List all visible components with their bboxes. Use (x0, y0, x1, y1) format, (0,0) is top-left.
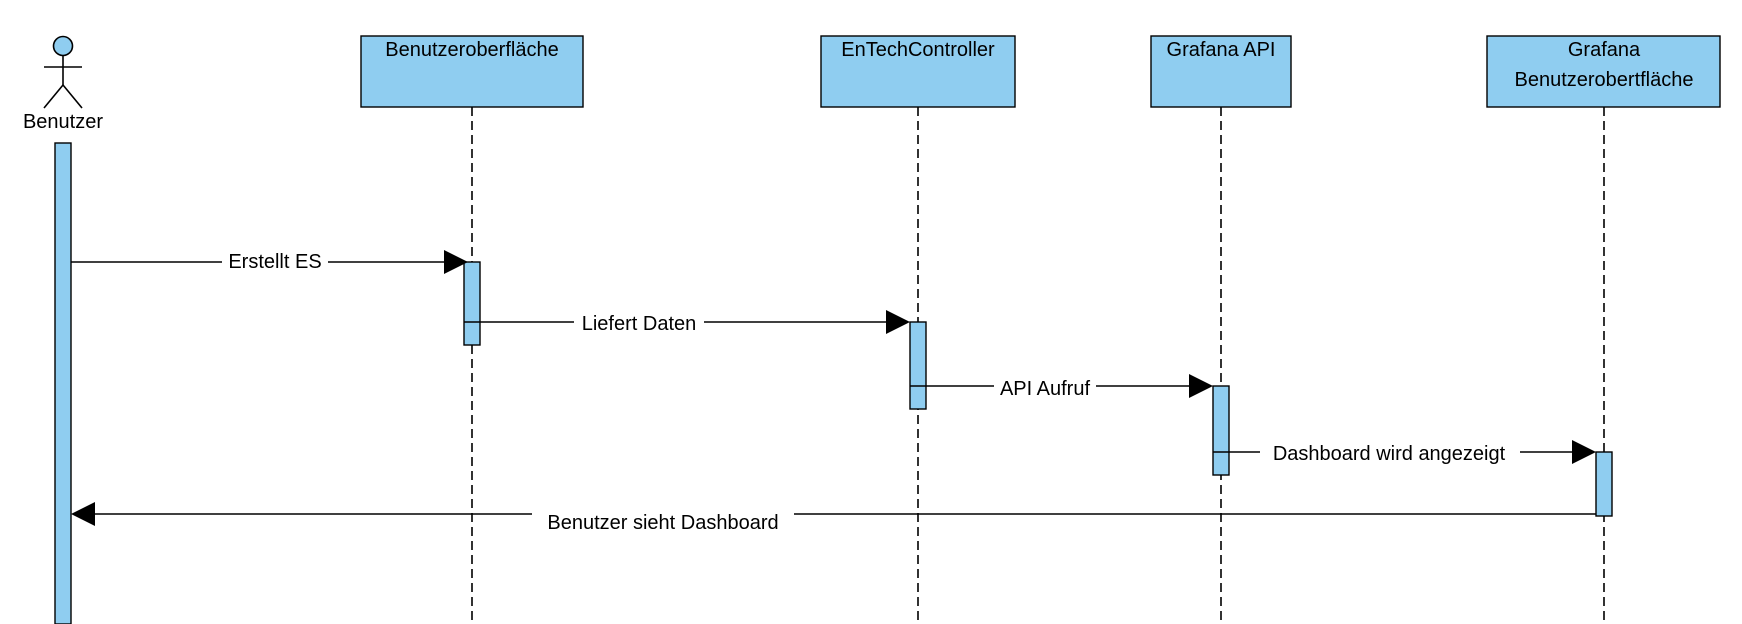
message-dashboard-wird-angezeigt: Dashboard wird angezeigt (1213, 440, 1596, 465)
message-benutzer-sieht-dashboard: Benutzer sieht Dashboard (71, 502, 1596, 534)
message-label: Benutzer sieht Dashboard (547, 512, 778, 534)
participant-label: EnTechController (841, 39, 995, 61)
participant-label: Benutzeroberfläche (385, 39, 558, 61)
message-liefert-daten: Liefert Daten (464, 310, 910, 335)
participant-box (1150, 35, 1292, 108)
participant-box (820, 35, 1016, 108)
actor-label: Benutzer (23, 111, 103, 133)
stick-figure-icon (43, 35, 83, 109)
message-label: Erstellt ES (228, 251, 321, 273)
lifelines (471, 107, 1605, 624)
participant-label: Grafana API (1167, 39, 1276, 61)
label-background (574, 310, 704, 332)
participant-label-line-1: Grafana (1568, 39, 1641, 61)
arrowhead-icon (1572, 440, 1596, 464)
label-background (994, 375, 1096, 397)
message-api-aufruf: API Aufruf (910, 374, 1213, 400)
activation-bar-benutzer (54, 142, 72, 624)
participant-grafana-api: Grafana API (1150, 35, 1292, 108)
message-label: Dashboard wird angezeigt (1273, 443, 1506, 465)
activation-bar-grafana-api (1212, 385, 1230, 476)
arrowhead-icon (1189, 374, 1213, 398)
arrowhead-icon (71, 502, 95, 526)
activation-bar-benutzeroberflaeche (463, 261, 481, 346)
actor-benutzer (43, 35, 83, 109)
message-erstellt-es: Erstellt ES (71, 249, 468, 274)
label-background (222, 249, 328, 271)
activation-bar-entechcontroller (909, 321, 927, 410)
participant-grafana-benutzeroberflaeche: Grafana Benutzerobertfläche (1486, 35, 1721, 108)
activation-bar-grafana-benutzeroberflaeche (1595, 451, 1613, 517)
message-label: Liefert Daten (582, 313, 697, 335)
message-label: API Aufruf (1000, 378, 1090, 400)
participant-box (1486, 35, 1721, 108)
participant-box (360, 35, 584, 108)
participant-label-line-2: Benutzerobertfläche (1514, 69, 1693, 91)
arrowhead-icon (886, 310, 910, 334)
label-background (532, 510, 794, 532)
arrowhead-icon (444, 250, 468, 274)
participant-benutzeroberflaeche: Benutzeroberfläche (360, 35, 584, 108)
participant-entechcontroller: EnTechController (820, 35, 1016, 108)
label-background (1260, 441, 1520, 463)
